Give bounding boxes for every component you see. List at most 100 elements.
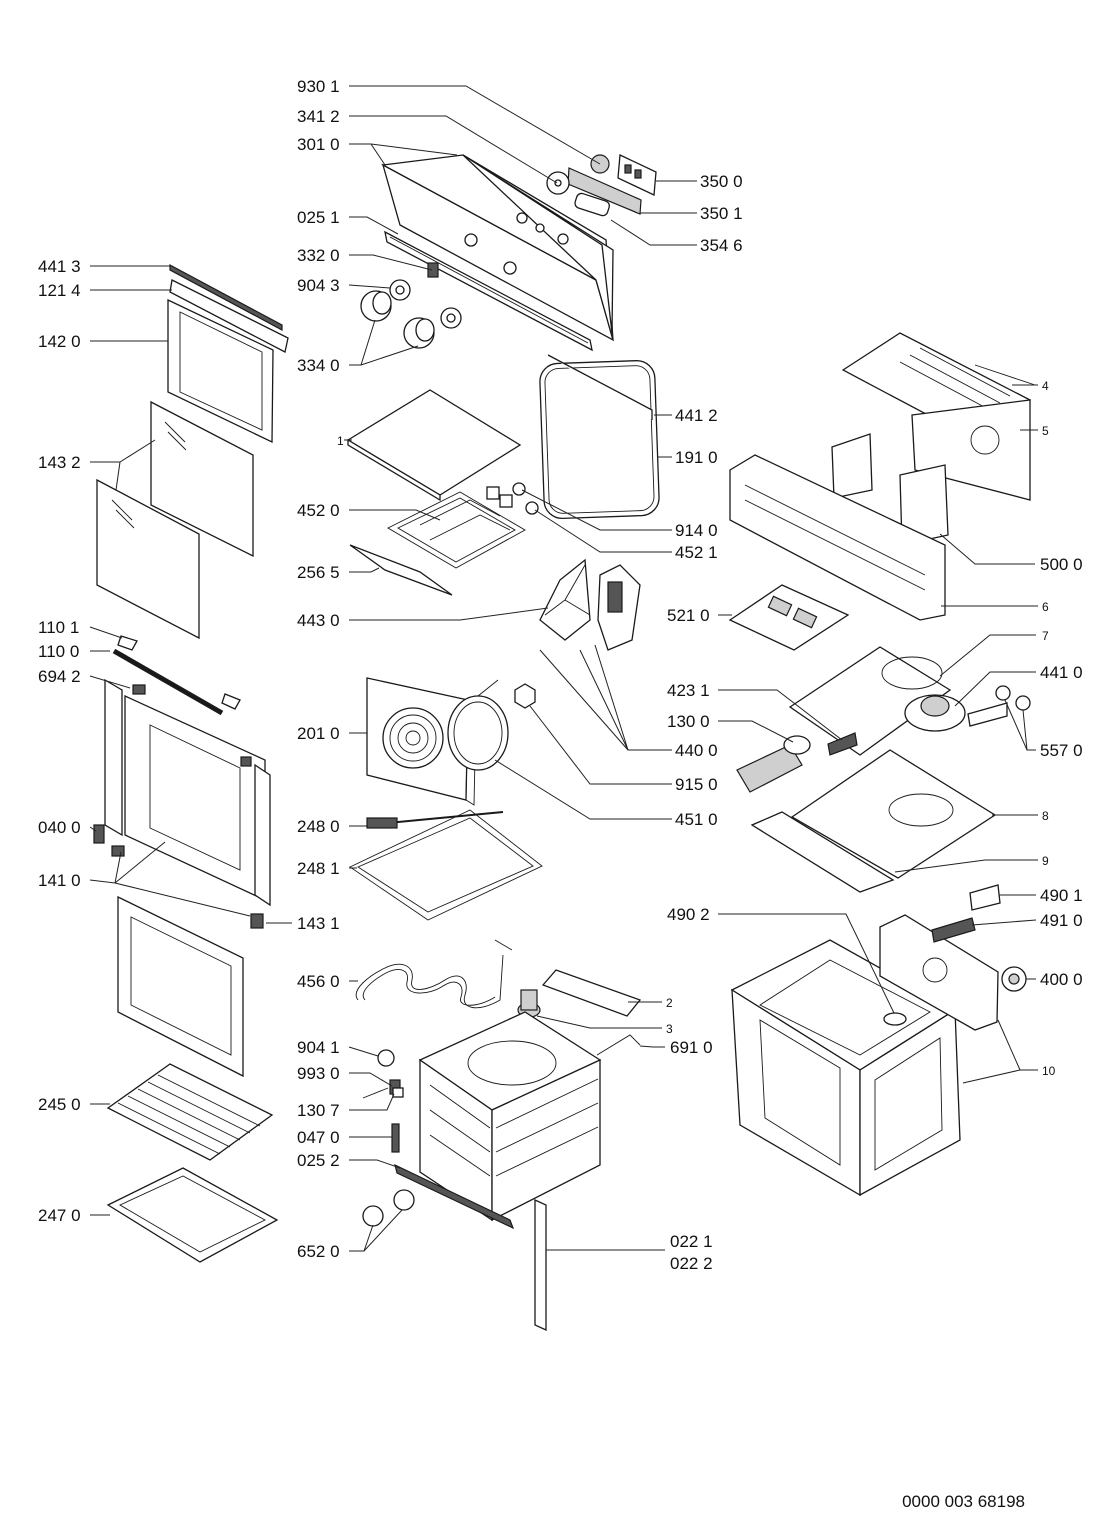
label-040-0: 040 0 [38,818,81,837]
door-inner-glass-142-0 [167,298,274,444]
door-glass-143-2-b [96,478,200,640]
panel-hole [516,212,528,224]
label-440-0: 440 0 [675,741,718,760]
nut-452-1 [525,501,539,515]
label-10: 10 [1042,1064,1056,1078]
leader-lines [89,85,1038,1252]
label-452-0: 452 0 [297,501,340,520]
probe-cable-248-1 [349,809,543,921]
side-rail-022 [534,1198,547,1332]
label-256-5: 256 5 [297,563,340,582]
label-904-3: 904 3 [297,276,340,295]
switch-130-0 [736,744,803,793]
label-245-0: 245 0 [38,1095,81,1114]
label-350-1: 350 1 [700,204,743,223]
front-frame-6 [729,454,946,621]
door-group [93,263,289,1263]
label-451-0: 451 0 [675,810,718,829]
wire-rack-245-0 [106,1063,274,1161]
top-plate-1 [346,389,522,496]
pin-691-0 [596,1034,641,1056]
handle-end [221,693,241,710]
door-outer-frame-141-0 [124,694,266,902]
label-354-6: 354 6 [700,236,743,255]
label-9: 9 [1042,854,1049,868]
label-121-4: 121 4 [38,281,81,300]
housing-right-10 [859,1008,961,1197]
label-248-1: 248 1 [297,859,340,878]
seal-clip-441-2 [547,354,653,420]
label-691-0: 691 0 [670,1038,713,1057]
relay-box-500-0-a [831,433,873,499]
label-191-0: 191 0 [675,448,718,467]
thermostat-557-0-a [995,685,1011,701]
reflector-256-5 [349,544,453,596]
label-652-0: 652 0 [297,1242,340,1261]
label-993-0: 993 0 [297,1064,340,1083]
meat-probe-248-0 [366,817,398,829]
label-143-2: 143 2 [38,453,81,472]
label-500-0: 500 0 [1040,555,1083,574]
label-022-1: 022 1 [670,1232,713,1251]
switch-423-1 [827,732,858,756]
part-047-0 [391,1123,400,1153]
display-window-354-6 [574,192,610,217]
control-board-521-0 [728,584,850,651]
label-332-0: 332 0 [297,246,340,265]
selector-switch [427,262,439,278]
block-143-1 [250,913,264,929]
document-id: 0000 003 68198 [902,1492,1025,1511]
label-201-0: 201 0 [297,724,340,743]
rail-025-2 [394,1163,515,1230]
housing-group [728,332,1036,1197]
label-334-0: 334 0 [297,356,340,375]
label-341-2: 341 2 [297,107,340,126]
door-hinge-left [104,678,123,837]
label-557-0: 557 0 [1040,741,1083,760]
label-914-0: 914 0 [675,521,718,540]
nut-914-0 [512,482,526,496]
label-8: 8 [1042,809,1049,823]
door-outer-glass [117,895,244,1078]
label-490-1: 490 1 [1040,886,1083,905]
label-142-0: 142 0 [38,332,81,351]
hinge-part [111,845,125,857]
label-247-0: 247 0 [38,1206,81,1225]
panel-hole [503,261,517,275]
door-top-trim [169,263,283,332]
label-1: 1 [337,434,344,448]
label-694-2: 694 2 [38,667,81,686]
label-141-0: 141 0 [38,871,81,890]
label-491-0: 491 0 [1040,911,1083,930]
label-423-1: 423 1 [667,681,710,700]
door-profile-121-4 [169,279,289,353]
knob-652-0-a [362,1205,384,1227]
label-025-1: 025 1 [297,208,340,227]
label-452-1: 452 1 [675,543,718,562]
grommet-490-2 [883,1012,907,1026]
door-hinge-right [254,763,271,907]
cavity-group [346,354,660,1332]
label-248-0: 248 0 [297,817,340,836]
label-7: 7 [1042,629,1049,643]
clip-694-2 [132,684,146,695]
label-047-0: 047 0 [297,1128,340,1147]
panel-support-rail [384,230,593,352]
label-2: 2 [666,996,673,1010]
label-110-0: 110 0 [38,642,79,661]
label-915-0: 915 0 [675,775,718,794]
label-930-1: 930 1 [297,77,340,96]
fan-nut-915-0 [514,683,536,709]
circular-element-451-0 [447,695,509,771]
label-904-1: 904 1 [297,1038,340,1057]
clip [240,756,252,767]
knob-652-0-b [393,1189,415,1211]
label-130-0: 130 0 [667,712,710,731]
deflector-7 [788,646,952,756]
label-301-0: 301 0 [297,135,340,154]
label-022-2: 022 2 [670,1254,713,1273]
hinge-040-0 [93,824,105,844]
plate-9 [750,811,895,893]
panel-hole [535,223,545,233]
callout-labels: 930 1 341 2 301 0 025 1 332 0 904 3 334 … [38,77,1083,1273]
